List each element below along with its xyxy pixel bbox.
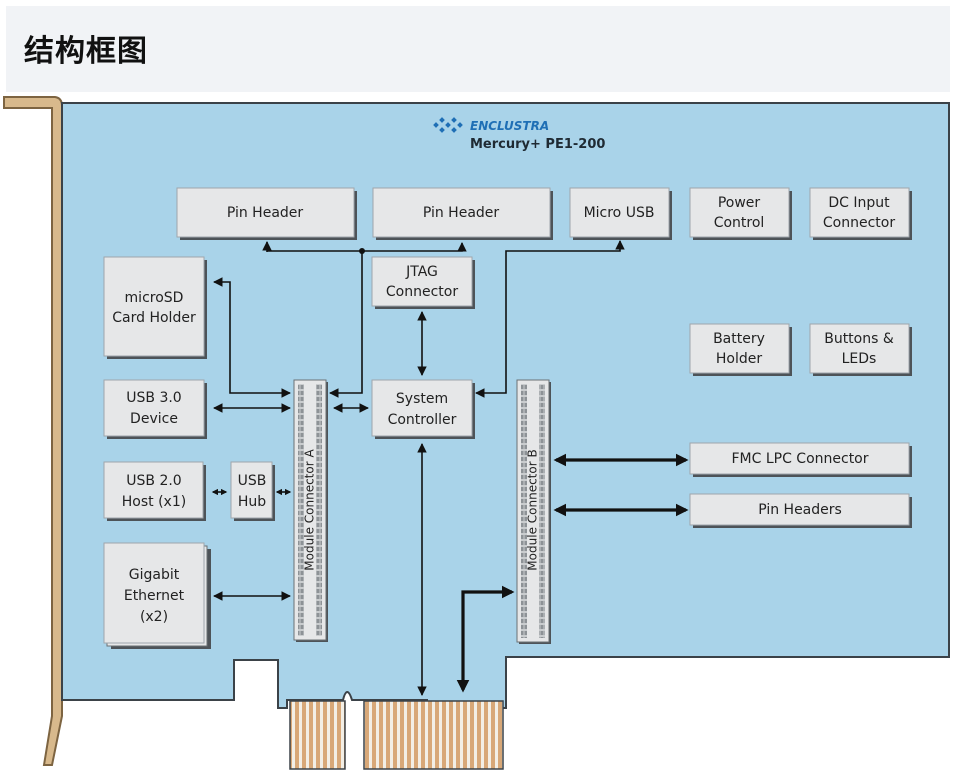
svg-text:Pin Headers: Pin Headers — [758, 502, 842, 518]
micro-usb-block: Micro USB — [569, 187, 672, 240]
gigabit-ethernet-block: Gigabit Ethernet (x2) — [103, 542, 211, 649]
svg-text:Power: Power — [718, 195, 761, 211]
wires — [211, 240, 689, 696]
brand-logo-text: ENCLUSTRA — [470, 119, 549, 133]
module-connector-b: Module Connector B — [516, 379, 551, 644]
svg-text:USB 2.0: USB 2.0 — [126, 473, 181, 489]
jtag-connector-block: JTAG Connector — [371, 256, 475, 309]
svg-text:Pin Header: Pin Header — [227, 205, 304, 221]
svg-text:Pin Header: Pin Header — [423, 205, 500, 221]
pcie-fingers-short — [289, 700, 346, 770]
power-control-block: Power Control — [689, 187, 792, 240]
module-connector-b-label: Module Connector B — [526, 449, 540, 570]
svg-text:USB 3.0: USB 3.0 — [126, 390, 181, 406]
battery-holder-block: Battery Holder — [689, 323, 792, 376]
page-title: 结构框图 — [24, 34, 148, 69]
svg-text:Battery: Battery — [713, 331, 765, 347]
usb2-host-block: USB 2.0 Host (x1) — [103, 461, 206, 521]
svg-text:System: System — [396, 391, 448, 407]
buttons-leds-block: Buttons & LEDs — [809, 323, 912, 376]
fmc-lpc-connector-block: FMC LPC Connector — [689, 442, 912, 477]
svg-text:Hub: Hub — [238, 494, 266, 510]
svg-text:JTAG: JTAG — [405, 264, 438, 280]
pcie-bracket — [3, 96, 63, 766]
svg-text:Controller: Controller — [388, 412, 457, 428]
microsd-card-holder-block: microSD Card Holder — [103, 256, 207, 359]
usb-hub-block: USB Hub — [230, 461, 275, 521]
usb3-device-block: USB 3.0 Device — [103, 379, 207, 439]
dc-input-connector-block: DC Input Connector — [809, 187, 912, 240]
product-name: Mercury+ PE1-200 — [470, 137, 605, 152]
module-connector-a-label: Module Connector A — [303, 449, 317, 571]
system-controller-block: System Controller — [371, 379, 475, 439]
pcie-fingers-long — [363, 700, 504, 770]
svg-text:Micro USB: Micro USB — [584, 205, 655, 221]
svg-text:LEDs: LEDs — [842, 351, 877, 367]
svg-text:Gigabit: Gigabit — [129, 567, 180, 583]
svg-text:Device: Device — [130, 411, 178, 427]
title-bar: 结构框图 — [6, 6, 950, 92]
svg-text:Control: Control — [714, 215, 765, 231]
pin-header-2-block: Pin Header — [372, 187, 553, 240]
svg-text:Connector: Connector — [823, 215, 895, 231]
svg-text:Connector: Connector — [386, 284, 458, 300]
svg-text:DC Input: DC Input — [828, 195, 890, 211]
svg-text:Host (x1): Host (x1) — [122, 494, 186, 510]
svg-text:FMC LPC Connector: FMC LPC Connector — [731, 451, 868, 467]
pin-headers-block: Pin Headers — [689, 493, 912, 528]
svg-text:Buttons &: Buttons & — [824, 331, 894, 347]
svg-text:USB: USB — [238, 473, 267, 489]
svg-text:Holder: Holder — [716, 351, 762, 367]
svg-text:Card Holder: Card Holder — [112, 310, 196, 326]
svg-text:(x2): (x2) — [140, 609, 168, 625]
module-connector-a: Module Connector A — [293, 379, 328, 642]
pin-header-1-block: Pin Header — [176, 187, 357, 240]
svg-text:Ethernet: Ethernet — [124, 588, 185, 604]
svg-text:microSD: microSD — [125, 290, 184, 306]
